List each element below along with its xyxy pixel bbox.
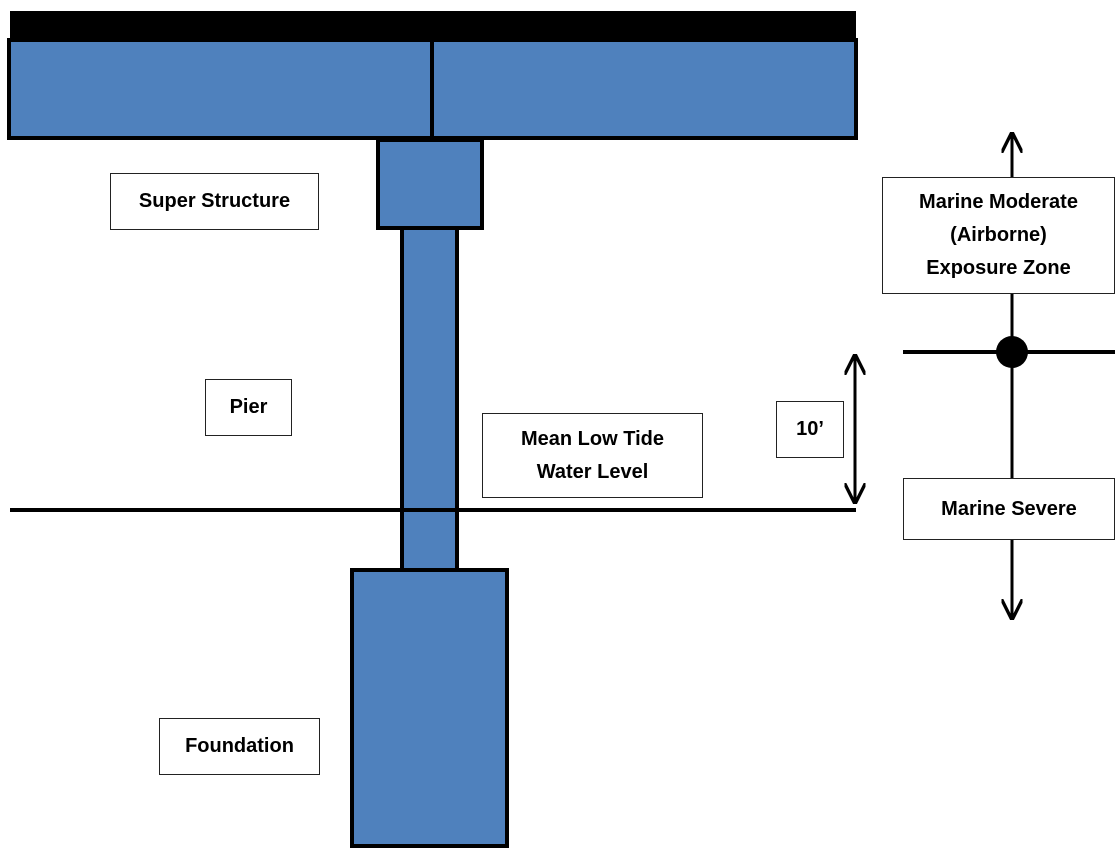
pier-text: Pier bbox=[229, 396, 268, 418]
marine-moderate-line3: Exposure Zone bbox=[926, 257, 1071, 279]
marine-moderate-line2: (Airborne) bbox=[950, 224, 1047, 246]
marine-severe-text: Marine Severe bbox=[941, 497, 1077, 520]
height-label: 10’ bbox=[776, 401, 844, 458]
foundation-text: Foundation bbox=[185, 735, 294, 757]
deck-girder-left bbox=[7, 38, 434, 140]
height-text: 10’ bbox=[796, 418, 824, 440]
zone-boundary-dot bbox=[996, 336, 1028, 368]
deck-top-surface bbox=[10, 11, 856, 41]
mean-low-tide-line1: Mean Low Tide bbox=[521, 427, 664, 450]
pier-column bbox=[400, 226, 459, 573]
superstructure-text: Super Structure bbox=[138, 190, 291, 212]
mean-low-tide-line2: Water Level bbox=[536, 460, 649, 483]
foundation-block bbox=[350, 568, 509, 848]
marine-moderate-label: Marine Moderate (Airborne) Exposure Zone bbox=[882, 177, 1115, 294]
superstructure-label: Super Structure bbox=[110, 173, 319, 230]
mean-low-tide-label: Mean Low Tide Water Level bbox=[482, 413, 703, 498]
deck-girder-right bbox=[430, 38, 858, 140]
foundation-label: Foundation bbox=[159, 718, 320, 775]
marine-moderate-line1: Marine Moderate bbox=[919, 191, 1078, 213]
pier-label: Pier bbox=[205, 379, 292, 436]
pier-cap bbox=[376, 138, 484, 230]
marine-severe-label: Marine Severe bbox=[903, 478, 1115, 540]
